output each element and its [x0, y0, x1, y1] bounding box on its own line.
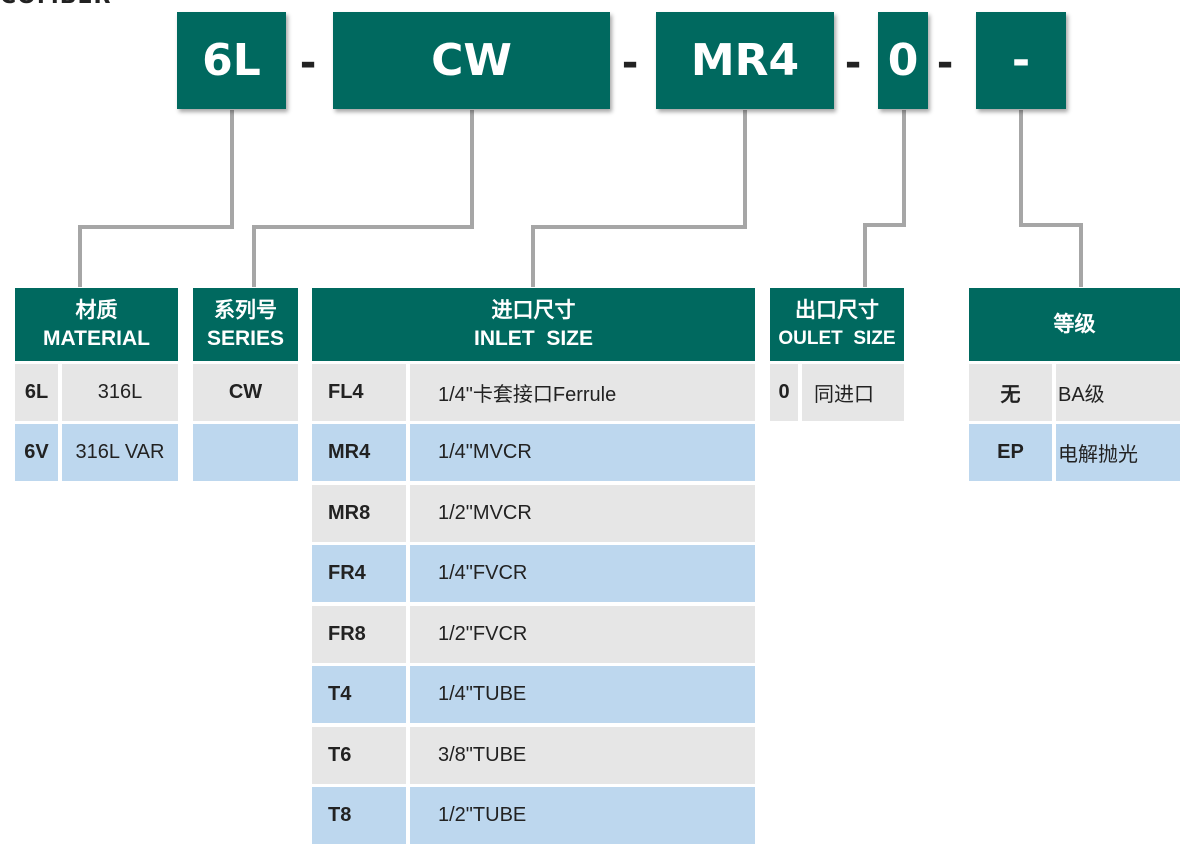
- inlet-title-cn: 进口尺寸: [491, 298, 576, 322]
- series-code-cell: CW: [193, 364, 298, 421]
- grade-title-cn: 等级: [1053, 312, 1096, 336]
- code-segment-outlet: 0: [878, 12, 928, 109]
- material-title-cn: 材质: [75, 298, 118, 322]
- grade-code-cell: EP: [969, 424, 1052, 481]
- inlet-desc-cell: 1/4"卡套接口Ferrule: [410, 364, 755, 421]
- clipped-top-text: COMBER: [0, 0, 140, 10]
- outlet-title-en: OULET SIZE: [778, 327, 896, 349]
- outlet-header: 出口尺寸 OULET SIZE: [770, 288, 904, 361]
- code-segment-inlet: MR4: [656, 12, 834, 109]
- grade-desc-cell: BA级: [1056, 364, 1180, 421]
- inlet-code-cell: FR8: [312, 606, 406, 663]
- grade-header: 等级: [969, 288, 1180, 361]
- inlet-header: 进口尺寸 INLET SIZE: [312, 288, 755, 361]
- inlet-code-cell: T4: [312, 666, 406, 723]
- series-title-en: SERIES: [206, 326, 285, 350]
- inlet-desc-cell: 1/2"TUBE: [410, 787, 755, 844]
- inlet-desc-cell: 1/4"FVCR: [410, 545, 755, 602]
- grade-code-cell: 无: [969, 364, 1052, 421]
- connector-inlet: [531, 110, 747, 287]
- series-code-cell: [193, 424, 298, 481]
- inlet-title-en: INLET SIZE: [473, 326, 593, 350]
- material-code-cell: 6V: [15, 424, 58, 481]
- connector-material: [78, 110, 234, 287]
- inlet-desc-cell: 1/2"MVCR: [410, 485, 755, 542]
- separator-dash: -: [621, 40, 639, 86]
- code-segment-grade: -: [976, 12, 1066, 109]
- inlet-code-cell: T6: [312, 727, 406, 784]
- inlet-code-cell: MR4: [312, 424, 406, 481]
- inlet-desc-cell: 1/2"FVCR: [410, 606, 755, 663]
- connector-outlet: [863, 110, 906, 287]
- inlet-code-cell: MR8: [312, 485, 406, 542]
- material-header: 材质 MATERIAL: [15, 288, 178, 361]
- grade-desc-cell: 电解抛光: [1056, 424, 1180, 481]
- material-desc-cell: 316L: [62, 364, 178, 421]
- inlet-code-cell: FL4: [312, 364, 406, 421]
- separator-dash: -: [936, 40, 954, 86]
- outlet-code-cell: 0: [770, 364, 798, 421]
- outlet-title-cn: 出口尺寸: [795, 298, 879, 322]
- connector-series: [252, 110, 474, 287]
- material-title-en: MATERIAL: [43, 326, 150, 350]
- separator-dash: -: [299, 40, 317, 86]
- material-code-cell: 6L: [15, 364, 58, 421]
- code-segment-series: CW: [333, 12, 610, 109]
- inlet-desc-cell: 3/8"TUBE: [410, 727, 755, 784]
- series-title-cn: 系列号: [214, 298, 277, 322]
- series-header: 系列号 SERIES: [193, 288, 298, 361]
- material-desc-cell: 316L VAR: [62, 424, 178, 481]
- inlet-desc-cell: 1/4"TUBE: [410, 666, 755, 723]
- inlet-desc-cell: 1/4"MVCR: [410, 424, 755, 481]
- code-segment-material: 6L: [177, 12, 286, 109]
- separator-dash: -: [844, 40, 862, 86]
- connector-grade: [1019, 110, 1083, 287]
- inlet-code-cell: T8: [312, 787, 406, 844]
- inlet-code-cell: FR4: [312, 545, 406, 602]
- outlet-desc-cell: 同进口: [802, 364, 904, 421]
